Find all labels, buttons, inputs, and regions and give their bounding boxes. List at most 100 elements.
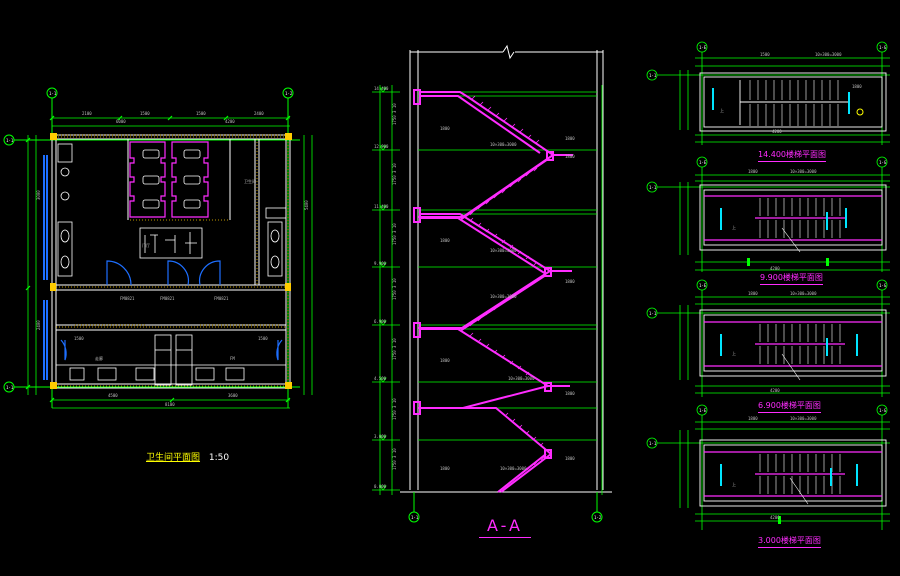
axis-label: 1-1 — [649, 185, 657, 190]
toilet-floor-plan: 1-1 1-2 1-1 1-1 — [3, 87, 313, 409]
svg-text:1800: 1800 — [565, 136, 575, 141]
svg-text:10×300=3000: 10×300=3000 — [490, 142, 517, 147]
svg-text:4200: 4200 — [225, 119, 235, 124]
svg-text:1750 3 10: 1750 3 10 — [392, 398, 397, 420]
svg-text:3600: 3600 — [228, 393, 238, 398]
stair-steps — [469, 95, 545, 487]
plan-dimensions — [25, 115, 313, 409]
plan-caption: 卫生间平面图 1:50 — [146, 450, 229, 463]
svg-text:1800: 1800 — [748, 291, 758, 296]
svg-text:FM: FM — [230, 356, 235, 361]
svg-text:1750 3 10: 1750 3 10 — [392, 338, 397, 360]
axis-label: 1-1 — [411, 515, 419, 520]
axis-label: 1-1 — [649, 73, 657, 78]
svg-text:1800: 1800 — [565, 154, 575, 159]
section-annotations: 1750 3 10 1750 3 10 1750 3 10 1750 3 10 … — [374, 86, 575, 489]
svg-text:4200: 4200 — [772, 129, 782, 134]
svg-text:6.900: 6.900 — [374, 319, 387, 324]
svg-text:1750 3 10: 1750 3 10 — [392, 448, 397, 470]
svg-text:1750 3 10: 1750 3 10 — [392, 163, 397, 185]
svg-text:9.900: 9.900 — [374, 261, 387, 266]
svg-text:12.900: 12.900 — [374, 144, 389, 149]
wall-hatch — [52, 134, 290, 387]
stair-plan-caption-3: 6.900楼梯平面图 — [758, 401, 821, 413]
svg-text:8100: 8100 — [165, 402, 175, 407]
svg-text:3.000: 3.000 — [374, 434, 387, 439]
svg-text:1750 3 10: 1750 3 10 — [392, 278, 397, 300]
stair-plan-caption-4: 3.000楼梯平面图 — [758, 536, 821, 548]
svg-text:1800: 1800 — [440, 126, 450, 131]
axis-label: 1-1 — [649, 441, 657, 446]
svg-text:1500: 1500 — [140, 111, 150, 116]
stair-plan-3: 1-E 1-G 1-1 1800 — [646, 279, 890, 397]
svg-text:2100: 2100 — [82, 111, 92, 116]
corridor-label: 走廊 — [95, 355, 103, 361]
stair-plan-2: 1-E 1-G 1-1 — [646, 156, 890, 272]
stair-plan-caption-2: 9.900楼梯平面图 — [760, 273, 823, 285]
axis-label: 1-G — [879, 160, 887, 165]
svg-text:1500: 1500 — [258, 336, 268, 341]
svg-text:2400: 2400 — [36, 320, 41, 330]
svg-text:上: 上 — [720, 107, 724, 113]
axis-label: 1-2 — [594, 515, 602, 520]
section-dimensions — [372, 85, 603, 495]
svg-text:FM0821: FM0821 — [120, 296, 135, 301]
sinks — [57, 143, 287, 277]
axis-label: 1-G — [879, 45, 887, 50]
svg-text:FM0821: FM0821 — [214, 296, 229, 301]
plan-walls — [51, 134, 291, 389]
svg-text:2400: 2400 — [254, 111, 264, 116]
svg-text:3000: 3000 — [36, 190, 41, 200]
svg-text:1800: 1800 — [565, 279, 575, 284]
svg-text:14.400: 14.400 — [374, 86, 389, 91]
plan-scale: 1:50 — [208, 453, 230, 463]
svg-text:4200: 4200 — [770, 515, 780, 520]
axis-label: 1-1 — [49, 91, 57, 96]
svg-text:4200: 4200 — [770, 266, 780, 271]
svg-text:10×300=3000: 10×300=3000 — [490, 294, 517, 299]
stair-plans: 1-E 1-G 1-1 1500 10×300=3000 4200 1800 上 — [646, 41, 890, 530]
svg-text:FM0821: FM0821 — [160, 296, 175, 301]
svg-text:4.500: 4.500 — [374, 376, 387, 381]
svg-text:上: 上 — [732, 350, 736, 356]
svg-text:1750 3 10: 1750 3 10 — [392, 103, 397, 125]
svg-text:1750 3 10: 1750 3 10 — [392, 223, 397, 245]
svg-text:5400: 5400 — [304, 200, 309, 210]
level-markers — [379, 87, 387, 491]
room-label: 卫生间 — [244, 178, 256, 184]
toilet-stalls — [129, 141, 209, 218]
svg-text:10×300=3000: 10×300=3000 — [508, 376, 535, 381]
plan-dim-text: 2100 1500 1500 2400 6000 4200 4500 3600 8100 3… — [36, 111, 309, 407]
svg-text:10×300=3000: 10×300=3000 — [500, 466, 527, 471]
svg-text:4500: 4500 — [108, 393, 118, 398]
stair-plan-caption-1: 14.400楼梯平面图 — [758, 150, 826, 162]
svg-text:1800: 1800 — [440, 466, 450, 471]
stair-flights — [413, 89, 573, 493]
lower-room-fixtures — [56, 334, 286, 386]
svg-text:1800: 1800 — [748, 169, 758, 174]
axis-bubbles-left: 1-1 1-1 — [3, 134, 300, 393]
svg-text:10×300=3000: 10×300=3000 — [790, 169, 817, 174]
stair-plan-marks — [712, 88, 864, 116]
plan-columns — [50, 133, 292, 389]
svg-text:上: 上 — [732, 481, 736, 487]
toilet-fixtures — [139, 149, 203, 259]
svg-text:上: 上 — [732, 224, 736, 230]
svg-text:6000: 6000 — [116, 119, 126, 124]
svg-text:1800: 1800 — [565, 456, 575, 461]
axis-label: 1-E — [699, 160, 707, 165]
door-label: 门厅 — [142, 242, 150, 248]
axis-label: 1-E — [699, 283, 707, 288]
svg-text:1500: 1500 — [196, 111, 206, 116]
svg-text:0.000: 0.000 — [374, 484, 387, 489]
svg-text:10×300=3000: 10×300=3000 — [490, 248, 517, 253]
svg-text:4200: 4200 — [770, 388, 780, 393]
axis-label: 1-E — [699, 45, 707, 50]
section-axis-bubbles: 1-1 1-2 — [408, 492, 603, 523]
axis-label: 1-G — [879, 408, 887, 413]
svg-text:10×300=3000: 10×300=3000 — [790, 416, 817, 421]
svg-text:1500: 1500 — [760, 52, 770, 57]
